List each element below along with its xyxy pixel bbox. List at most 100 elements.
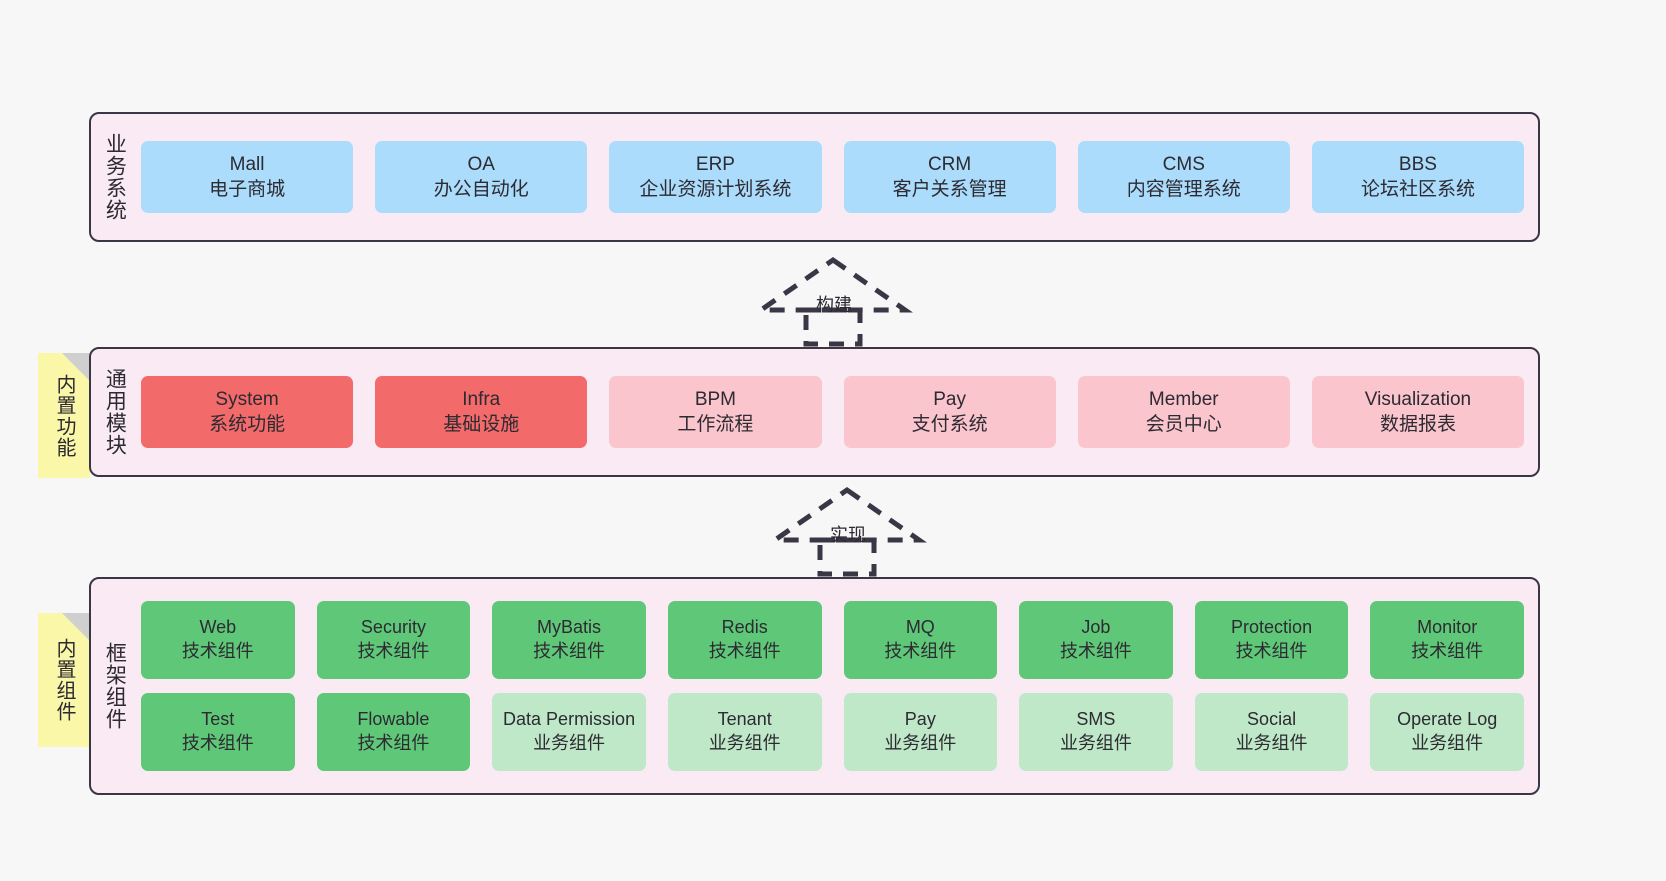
card-subtitle: 基础设施 [443,414,520,435]
card-title: Flowable [357,709,430,730]
card-cms[interactable]: CMS 内容管理系统 [1077,141,1290,213]
card-monitor[interactable]: Monitor 技术组件 [1370,601,1524,679]
panel-body-general-modules: System 系统功能 Infra 基础设施 BPM 工作流程 Pay 支付系统… [137,349,1538,475]
card-subtitle: 系统功能 [209,414,286,435]
card-bpm[interactable]: BPM 工作流程 [609,376,822,448]
card-security[interactable]: Security 技术组件 [316,601,471,679]
card-title: Data Permission [503,709,636,730]
card-title: BBS [1398,153,1437,175]
framework-components-row-2: Test 技术组件 Flowable 技术组件 Data Permission … [141,693,1524,771]
card-subtitle: 会员中心 [1145,414,1222,435]
card-system[interactable]: System 系统功能 [141,376,354,448]
card-title: Test [201,709,235,730]
card-mq[interactable]: MQ 技术组件 [843,601,998,679]
card-subtitle: 电子商城 [209,179,286,200]
card-subtitle: 技术组件 [708,641,781,661]
card-title: MQ [905,617,935,638]
card-subtitle: 技术组件 [357,641,430,661]
card-title: Protection [1231,617,1313,638]
card-subtitle: 技术组件 [1411,641,1484,661]
connector-label-implement: 实现 [830,525,866,545]
card-title: Security [360,617,426,638]
card-subtitle: 业务组件 [1059,733,1132,753]
card-title: Web [199,617,237,638]
panel-framework-components: 框架组件 Web 技术组件 Security 技术组件 MyBatis 技术组件… [89,577,1540,795]
card-title: System [215,388,279,410]
card-subtitle: 业务组件 [1235,733,1308,753]
card-title: Visualization [1364,388,1472,410]
card-subtitle: 支付系统 [911,414,988,435]
card-title: Member [1148,388,1219,410]
card-data-permission[interactable]: Data Permission 业务组件 [492,693,646,771]
card-subtitle: 办公自动化 [433,179,529,200]
card-erp[interactable]: ERP 企业资源计划系统 [609,141,822,213]
card-redis[interactable]: Redis 技术组件 [667,601,822,679]
panel-body-business-systems: Mall 电子商城 OA 办公自动化 ERP 企业资源计划系统 CRM 客户关系… [137,114,1538,240]
card-title: Social [1247,709,1297,730]
card-subtitle: 工作流程 [677,414,754,435]
card-subtitle: 技术组件 [533,641,606,661]
card-operate-log[interactable]: Operate Log 业务组件 [1370,693,1524,771]
card-protection[interactable]: Protection 技术组件 [1194,601,1349,679]
card-title: SMS [1076,709,1116,730]
card-pay-module[interactable]: Pay 支付系统 [843,376,1056,448]
card-title: Pay [933,388,966,410]
card-subtitle: 业务组件 [1411,733,1484,753]
card-subtitle: 企业资源计划系统 [639,179,792,200]
card-subtitle: 技术组件 [357,733,430,753]
card-bbs[interactable]: BBS 论坛社区系统 [1311,141,1525,213]
card-title: Monitor [1417,617,1478,638]
card-subtitle: 论坛社区系统 [1360,179,1475,200]
sticky-note-label: 内置功能 [53,373,75,458]
card-title: Job [1081,617,1111,638]
card-infra[interactable]: Infra 基础设施 [375,376,588,448]
card-oa[interactable]: OA 办公自动化 [375,141,588,213]
card-mall[interactable]: Mall 电子商城 [141,141,354,213]
card-mybatis[interactable]: MyBatis 技术组件 [492,601,646,679]
card-subtitle: 业务组件 [708,733,781,753]
card-subtitle: 数据报表 [1379,414,1456,435]
connector-implement: 实现 [767,486,927,577]
general-modules-row: System 系统功能 Infra 基础设施 BPM 工作流程 Pay 支付系统… [141,376,1525,448]
card-title: Redis [721,617,768,638]
card-title: ERP [695,153,735,175]
card-member[interactable]: Member 会员中心 [1077,376,1290,448]
card-web[interactable]: Web 技术组件 [141,601,295,679]
panel-label-general-modules: 通用模块 [103,368,127,456]
card-visualization[interactable]: Visualization 数据报表 [1311,376,1525,448]
card-subtitle: 技术组件 [181,733,254,753]
card-test[interactable]: Test 技术组件 [141,693,295,771]
card-title: MyBatis [537,617,602,638]
card-title: BPM [694,388,737,410]
card-subtitle: 客户关系管理 [892,179,1007,200]
card-title: Tenant [717,709,772,730]
sticky-note-label: 内置组件 [53,638,75,722]
connector-stem-icon [817,537,877,577]
card-title: Infra [462,388,501,410]
connector-build: 构建 [753,256,913,347]
card-title: CRM [927,153,972,175]
card-crm[interactable]: CRM 客户关系管理 [843,141,1056,213]
card-tenant[interactable]: Tenant 业务组件 [667,693,822,771]
panel-business-systems: 业务系统 Mall 电子商城 OA 办公自动化 ERP 企业资源计划系统 CRM… [89,112,1540,242]
sticky-note-builtin-features: 内置功能 [38,353,90,478]
card-job[interactable]: Job 技术组件 [1019,601,1173,679]
card-sms[interactable]: SMS 业务组件 [1019,693,1173,771]
card-social[interactable]: Social 业务组件 [1194,693,1349,771]
sticky-note-builtin-components: 内置组件 [38,613,90,747]
panel-body-framework-components: Web 技术组件 Security 技术组件 MyBatis 技术组件 Redi… [137,579,1538,793]
panel-general-modules: 通用模块 System 系统功能 Infra 基础设施 BPM 工作流程 Pay… [89,347,1540,477]
card-subtitle: 技术组件 [181,641,254,661]
connector-label-build: 构建 [816,295,852,315]
card-title: OA [467,153,495,175]
card-subtitle: 业务组件 [884,733,957,753]
card-subtitle: 技术组件 [884,641,957,661]
business-systems-row: Mall 电子商城 OA 办公自动化 ERP 企业资源计划系统 CRM 客户关系… [141,141,1525,213]
card-subtitle: 技术组件 [1059,641,1132,661]
card-flowable[interactable]: Flowable 技术组件 [316,693,471,771]
framework-components-row-1: Web 技术组件 Security 技术组件 MyBatis 技术组件 Redi… [141,601,1524,679]
connector-stem-icon [803,307,863,347]
card-title: Operate Log [1397,709,1498,730]
card-pay-component[interactable]: Pay 业务组件 [843,693,998,771]
